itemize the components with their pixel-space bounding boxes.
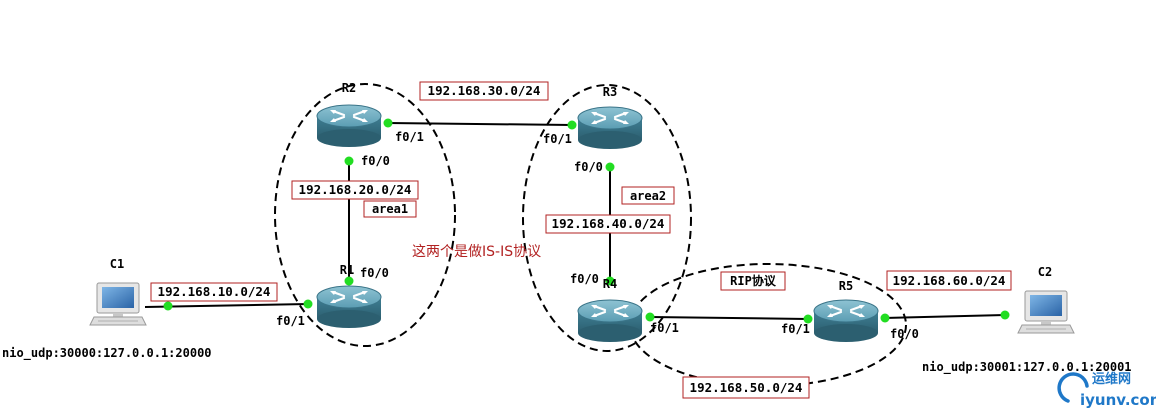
rip-label: RIP协议 [730,273,777,288]
router-r2-name: R2 [342,81,356,95]
rip-box [720,271,786,291]
r5-f01-label: f0/1 [781,322,810,336]
link-r2-r3 [387,122,573,126]
network-box-10 [150,282,278,302]
port-dot [383,118,393,128]
network-label-10: 192.168.10.0/24 [158,284,271,299]
router-r5[interactable] [812,298,880,344]
port-dot [344,156,354,166]
area2-label: area2 [630,189,666,203]
r5-f00-label: f0/0 [890,327,919,341]
area1-label: area1 [372,202,408,216]
r3-f00-label: f0/0 [574,160,603,174]
pc-c2[interactable] [1017,290,1075,334]
router-r2[interactable] [315,103,383,149]
port-dot [567,120,577,130]
pc-c1[interactable] [89,282,147,326]
port-dot [344,276,354,286]
network-box-60 [886,270,1012,291]
r1-f00-label: f0/0 [360,266,389,280]
network-box-30 [419,81,549,101]
pc-c1-nio: nio_udp:30000:127.0.0.1:20000 [2,346,212,361]
network-label-30: 192.168.30.0/24 [428,83,541,98]
router-r4-name: R4 [603,277,617,291]
pc-c2-nio: nio_udp:30001:127.0.0.1:20001 [922,360,1132,375]
area1-box [363,200,417,218]
router-r3-name: R3 [603,85,617,99]
network-label-50: 192.168.50.0/24 [690,380,803,395]
router-r1-name: R1 [340,263,354,277]
port-dot [605,162,615,172]
network-box-50 [682,376,810,399]
port-dot [803,314,813,324]
watermark-bottom: iyunv.com [1080,391,1156,409]
watermark-top: 运维网 [1092,371,1131,387]
isis-area2-ellipse [522,84,692,352]
pc-c2-name: C2 [1038,265,1052,279]
network-label-20: 192.168.20.0/24 [299,182,412,197]
port-dot [1000,310,1010,320]
area2-box [621,186,675,205]
pc-c1-name: C1 [110,257,124,271]
r2-f00-label: f0/0 [361,154,390,168]
router-r5-name: R5 [839,279,853,293]
port-dot [303,299,313,309]
port-dot [605,276,615,286]
isis-annotation: 这两个是做IS-IS协议 [412,243,541,260]
r2-f01-label: f0/1 [395,130,424,144]
link-r4-r5 [649,316,809,320]
iyunv-watermark-logo: 运维网 iyunv.com [1057,371,1156,409]
router-r4[interactable] [576,298,644,344]
network-box-40 [545,214,671,234]
port-dot [163,301,173,311]
port-dot [645,312,655,322]
router-r3[interactable] [576,105,644,151]
port-dot [880,313,890,323]
r4-f01-label: f0/1 [650,321,679,335]
isis-area1-ellipse [274,83,456,347]
r4-f00-label: f0/0 [570,272,599,286]
network-box-20 [291,180,419,200]
r3-f01-label: f0/1 [543,132,572,146]
link-r5-c2 [884,314,1006,319]
r1-f01-label: f0/1 [276,314,305,328]
network-label-40: 192.168.40.0/24 [552,216,665,231]
network-label-60: 192.168.60.0/24 [893,273,1006,288]
router-r1[interactable] [315,284,383,330]
